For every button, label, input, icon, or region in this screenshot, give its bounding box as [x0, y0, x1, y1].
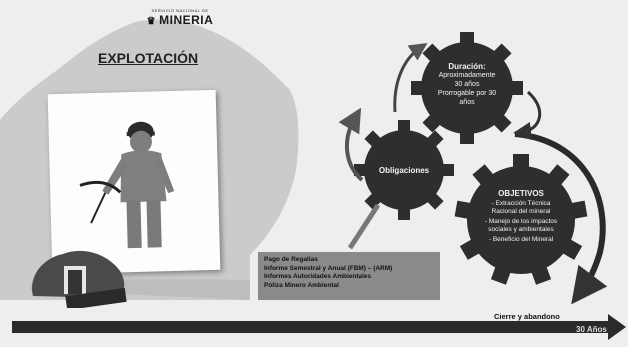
objectives-gear [454, 154, 588, 285]
logo: SERVICIO NACIONAL DE ♛MINERIA [120, 8, 240, 27]
duration-title: Duración: [448, 62, 486, 71]
obligations-title: Obligaciones [378, 166, 430, 175]
duration-line-3: Prorrogable por 30 [437, 90, 497, 97]
objective-item: - Beneficio del Mineral [488, 236, 554, 243]
obligation-item: Pago de Regalías [264, 256, 318, 263]
obligations-gear [354, 120, 454, 220]
mine-entrance-icon [32, 250, 127, 308]
crown-icon: ♛ [146, 16, 157, 27]
logo-main-text: MINERIA [159, 13, 214, 27]
obligation-item: Informe Semestral y Anual (FBM) – (ARM) [264, 264, 393, 272]
arrow-right-upper [513, 90, 542, 140]
miner-illustration [79, 121, 175, 249]
objectives-gear-text: OBJETIVOS - Extracción Técnica Racional … [474, 190, 568, 244]
arrow-top-left [393, 43, 428, 113]
miner-image [47, 89, 221, 275]
obligation-item: Informes Autoridades Ambientales [264, 273, 372, 280]
closure-label: Cierre y abandono [494, 312, 560, 321]
objective-item: sociales y ambientales [488, 226, 554, 233]
logo-small-text: SERVICIO NACIONAL DE [151, 8, 209, 13]
objective-item: Racional del mineral [491, 208, 551, 215]
duration-gear-text: Duración: Aproximadamente 30 años Prorro… [427, 62, 507, 107]
obligation-item: Póliza Minero Ambiental [264, 281, 339, 289]
page-title: EXPLOTACIÓN [98, 50, 199, 66]
duration-line-1: Aproximadamente [438, 72, 496, 79]
duration-line-4: años [459, 99, 475, 106]
objective-item: - Extracción Técnica [491, 200, 551, 207]
duration-line-2: 30 años [454, 81, 480, 88]
obligations-gear-text: Obligaciones [374, 166, 434, 175]
arrow-left [338, 107, 364, 182]
timeline-arrow [12, 314, 626, 340]
obligations-list-box: Pago de Regalías Informe Semestral y Anu… [258, 252, 440, 300]
objective-item: - Manejo de los impactos [484, 218, 558, 225]
arrow-right-large [514, 131, 608, 305]
timeline-label: 30 Años [576, 325, 607, 334]
arrow-to-box [347, 203, 381, 250]
objectives-title: OBJETIVOS [498, 189, 544, 198]
